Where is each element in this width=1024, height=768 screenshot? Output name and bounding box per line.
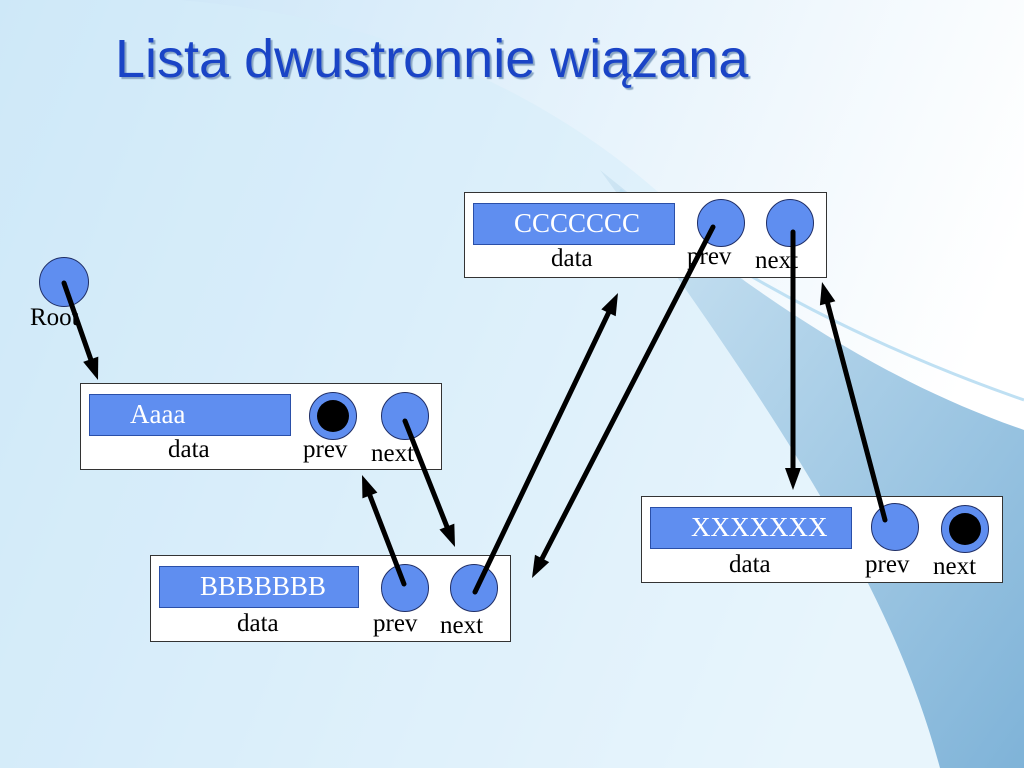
- node-b-prev-label: prev: [373, 610, 418, 637]
- node-a-next-label: next: [371, 440, 415, 467]
- node-c-prev-label: prev: [687, 243, 732, 270]
- node-b-next-label: next: [440, 612, 484, 639]
- node-a-prev-pointer: [309, 392, 357, 440]
- node-b-next-pointer: [450, 564, 498, 612]
- list-node-x: XXXXXXX data prev next: [641, 496, 1003, 583]
- node-a-next-pointer: [381, 392, 429, 440]
- list-node-a: Aaaa data prev next: [80, 383, 442, 470]
- node-a-data-label: data: [168, 436, 210, 463]
- node-x-data-field: XXXXXXX: [650, 507, 852, 549]
- node-x-data-label: data: [729, 551, 771, 578]
- page-title: Lista dwustronnie wiązana: [115, 29, 749, 89]
- node-x-next-label: next: [933, 553, 977, 580]
- node-a-prev-null-dot: [317, 400, 349, 432]
- node-x-next-pointer: [941, 505, 989, 553]
- root-label: Root: [30, 304, 79, 331]
- node-x-prev-label: prev: [865, 551, 910, 578]
- node-b-data-field: BBBBBBB: [159, 566, 359, 608]
- node-x-prev-pointer: [871, 503, 919, 551]
- node-b-data-label: data: [237, 610, 279, 637]
- list-node-b: BBBBBBB data prev next: [150, 555, 511, 642]
- list-node-c: CCCCCCC data prev next: [464, 192, 827, 278]
- node-c-prev-pointer: [697, 199, 745, 247]
- node-a-data-field: Aaaa: [89, 394, 291, 436]
- node-c-next-pointer: [766, 199, 814, 247]
- node-c-data-field: CCCCCCC: [473, 203, 675, 245]
- root-pointer-circle: [39, 257, 89, 307]
- node-b-prev-pointer: [381, 564, 429, 612]
- node-x-next-null-dot: [949, 513, 981, 545]
- node-a-prev-label: prev: [303, 436, 348, 463]
- node-c-data-label: data: [551, 245, 593, 272]
- node-c-next-label: next: [755, 247, 799, 274]
